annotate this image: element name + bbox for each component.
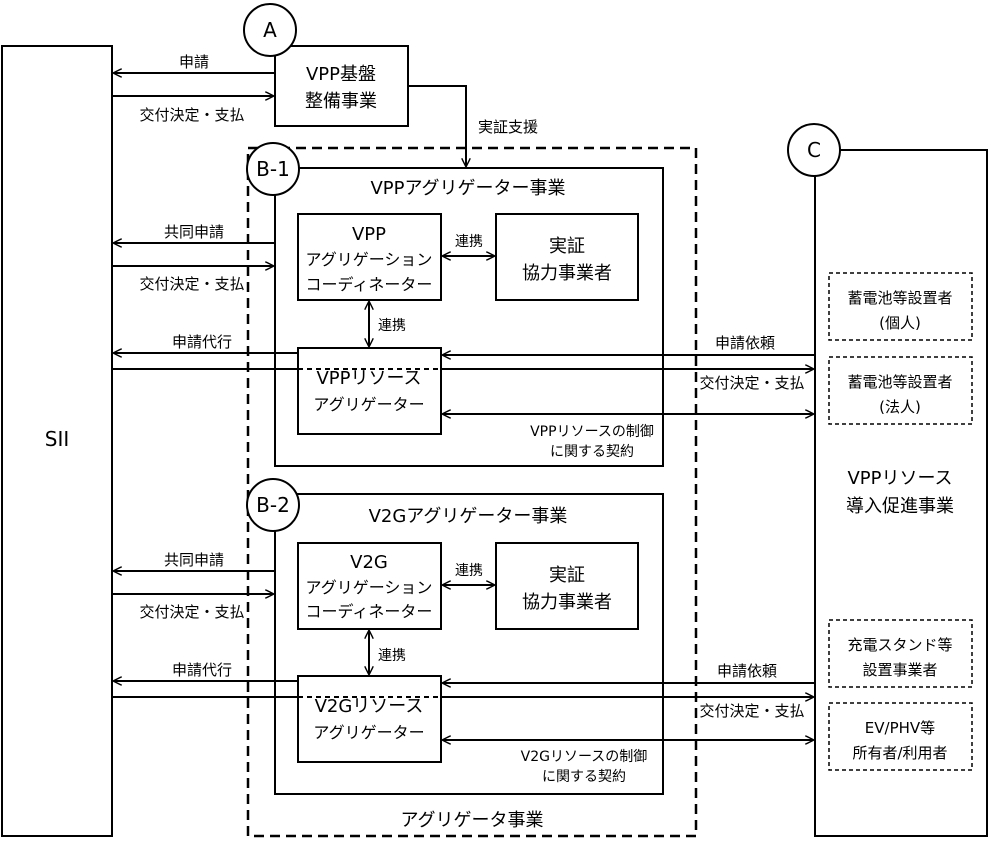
b2-resource-line2: アグリゲーター [313,723,424,742]
b1-coordinator-line1: VPP [352,224,386,245]
c-panel-title-line1: VPPリソース [847,468,952,489]
b1-resource-box [297,347,442,435]
label-b1-contract-line1: VPPリソースの制御 [530,424,654,440]
vpp-kiban-line1: VPP基盤 [306,64,376,85]
b1-coordinator-box [297,213,442,301]
sii-box [1,45,113,837]
svg-text:A: A [263,18,277,42]
label-b1-kyoudou: 共同申請 [164,223,224,241]
label-b2-koufu: 交付決定・支払 [139,603,244,621]
label-b1-dairi: 申請代行 [172,333,232,351]
b2-resource-line1: V2Gリソース [315,696,424,717]
label-b2-renkei-h: 連携 [455,563,483,579]
c-item-3: EV/PHV等 所有者/利用者 [828,702,973,771]
b1-partner-line2: 協力事業者 [522,263,612,284]
b1-partner-line1: 実証 [549,236,585,257]
label-b1-contract-line2: に関する契約 [550,444,634,460]
vpp-kiban-box [274,45,409,127]
svg-text:(法人): (法人) [879,398,921,416]
b1-title: VPPアグリゲーター事業 [370,178,565,199]
b2-coordinator-box [297,542,442,630]
label-b2-dairi: 申請代行 [172,661,232,679]
c-item-1: 蓄電池等設置者 (法人) [828,356,973,425]
aggregator-dashed-frame [246,146,698,838]
svg-text:B-2: B-2 [256,493,290,517]
c-panel-title-line2: 導入促進事業 [846,496,954,517]
label-jisshou-shien: 実証支援 [478,118,538,136]
b1-coordinator-line2: アグリゲーション [306,250,433,269]
svg-text:C: C [807,138,821,162]
label-b1-renkei-h: 連携 [455,234,483,250]
b1-resource-line2: アグリゲーター [313,395,424,414]
b2-partner-box [495,542,639,630]
b2-partner-line1: 実証 [549,565,585,586]
b1-coordinator-line3: コーディネーター [306,275,433,294]
b2-title: V2Gアグリゲーター事業 [369,506,568,527]
c-item-0: 蓄電池等設置者 (個人) [828,272,973,341]
marker-b1: B-1 [246,142,300,196]
label-b1-koufu-c: 交付決定・支払 [699,374,804,392]
b1-resource-line1: VPPリソース [316,368,421,389]
label-b2-kyoudou: 共同申請 [164,551,224,569]
b1-partner-box [495,213,639,301]
vpp-kiban-line2: 整備事業 [305,91,377,112]
label-b2-contract-line1: V2Gリソースの制御 [521,749,648,765]
aggregator-jigyou-label: アグリゲータ事業 [400,810,543,831]
marker-c: C [787,123,841,177]
label-b2-renkei-v: 連携 [378,648,406,664]
label-b2-koufu-c: 交付決定・支払 [699,702,804,720]
svg-text:所有者/利用者: 所有者/利用者 [852,744,947,762]
b2-resource-box [297,675,442,763]
label-b1-koufu: 交付決定・支払 [139,275,244,293]
svg-text:B-1: B-1 [256,157,290,181]
b2-coordinator-line1: V2G [350,552,388,573]
label-b1-irai: 申請依頼 [715,334,775,352]
label-b1-renkei-v: 連携 [378,318,406,334]
svg-text:設置事業者: 設置事業者 [862,661,937,679]
b2-coordinator-line3: コーディネーター [306,602,433,621]
b2-coordinator-line2: アグリゲーション [306,578,433,597]
marker-a: A [243,3,297,57]
label-a-koufu: 交付決定・支払 [139,106,244,124]
label-b2-irai: 申請依頼 [717,662,777,680]
marker-b2: B-2 [246,478,300,532]
b2-partner-line2: 協力事業者 [522,592,612,613]
svg-text:充電スタンド等: 充電スタンド等 [847,636,952,654]
svg-text:EV/PHV等: EV/PHV等 [865,719,935,737]
label-a-shinsei: 申請 [179,53,209,71]
c-item-2: 充電スタンド等 設置事業者 [828,619,973,688]
label-b2-contract-line2: に関する契約 [542,769,626,785]
svg-text:蓄電池等設置者: 蓄電池等設置者 [847,373,952,391]
arrow-jisshou-shien [408,85,466,166]
svg-text:(個人): (個人) [879,314,921,332]
sii-label: SII [45,427,70,451]
svg-text:蓄電池等設置者: 蓄電池等設置者 [847,289,952,307]
